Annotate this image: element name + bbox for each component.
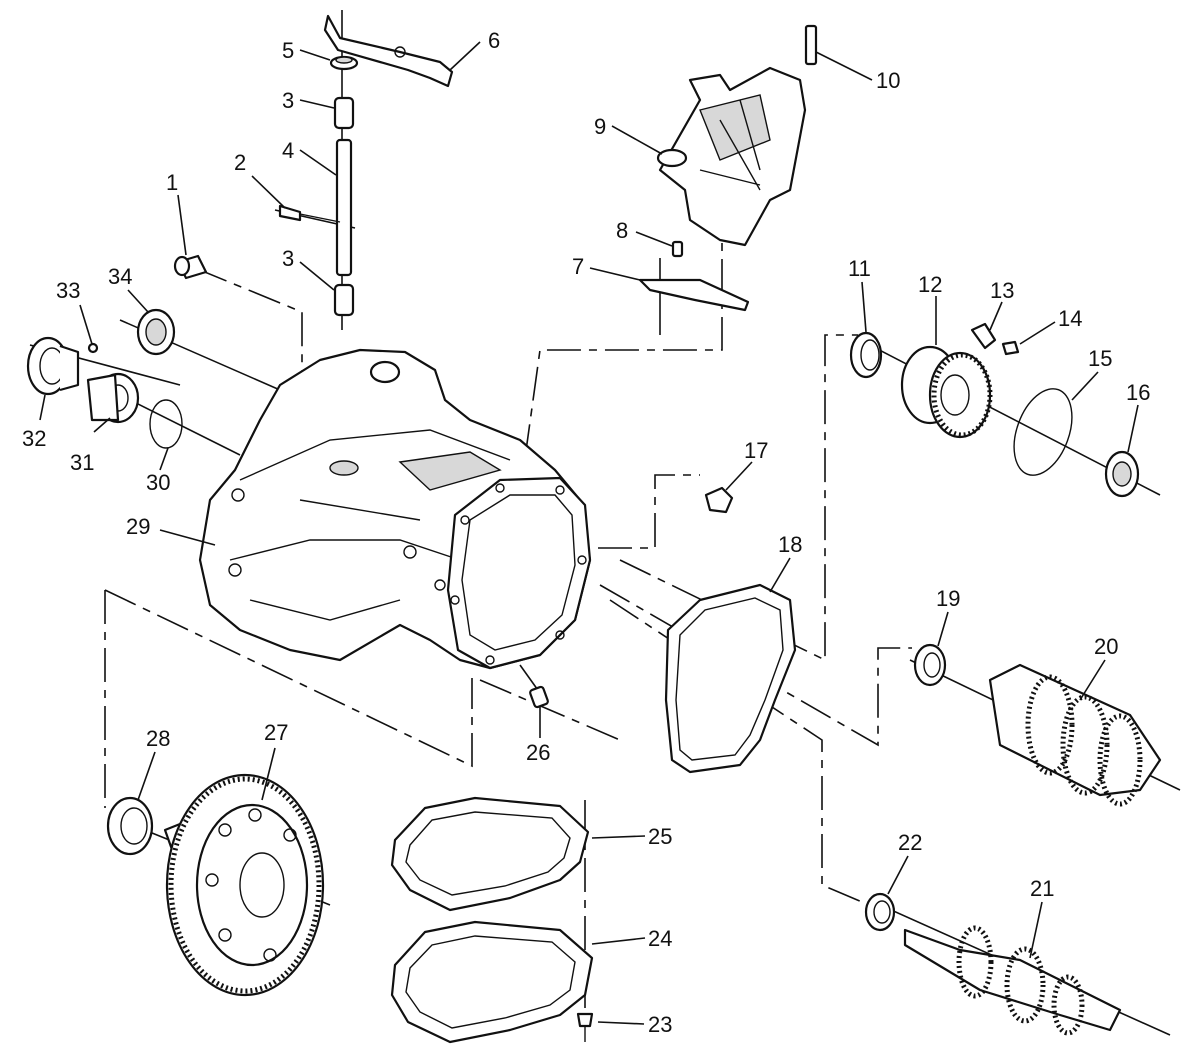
callout-10: 10 [876,68,900,93]
callout-31: 31 [70,450,94,475]
callout-7: 7 [572,254,584,279]
callout-18: 18 [778,532,802,557]
callout-4: 4 [282,138,294,163]
callout-14: 14 [1058,306,1082,331]
callout-15: 15 [1088,346,1112,371]
callout-32: 32 [22,426,46,451]
callout-6: 6 [488,28,500,53]
callout-27: 27 [264,720,288,745]
leader-lines [39,41,1139,1025]
right-upper-parts [704,322,1140,514]
callout-9: 9 [594,114,606,139]
callout-8: 8 [616,218,628,243]
differential-assembly [106,773,325,997]
callout-12: 12 [918,272,942,297]
callout-2: 2 [234,150,246,175]
callout-25: 25 [648,824,672,849]
callout-20: 20 [1094,634,1118,659]
transmission-case [198,348,592,670]
callout-30: 30 [146,470,170,495]
callout-26: 26 [526,740,550,765]
callout-29: 29 [126,514,150,539]
callout-33: 33 [56,278,80,303]
left-side-parts [26,254,208,449]
callout-21: 21 [1030,876,1054,901]
callout-19: 19 [936,586,960,611]
shift-shaft-assembly [278,14,454,317]
callout-13: 13 [990,278,1014,303]
callout-24: 24 [648,926,672,951]
callout-16: 16 [1126,380,1150,405]
callout-28: 28 [146,726,170,751]
gasket-and-dowel [529,583,797,774]
callout-labels: 1 2 3 4 3 5 6 7 8 9 10 11 12 13 14 15 16… [22,28,1150,1037]
callout-1: 1 [166,170,178,195]
callout-3: 3 [282,246,294,271]
shift-control-assembly [638,24,818,312]
shaft-assemblies [864,643,1162,1036]
callout-23: 23 [648,1012,672,1037]
callout-22: 22 [898,830,922,855]
callout-5: 5 [282,38,294,63]
callout-11: 11 [848,256,871,281]
callout-17: 17 [744,438,768,463]
oil-pan-parts [390,796,594,1044]
callout-3: 3 [282,88,294,113]
callout-34: 34 [108,264,132,289]
